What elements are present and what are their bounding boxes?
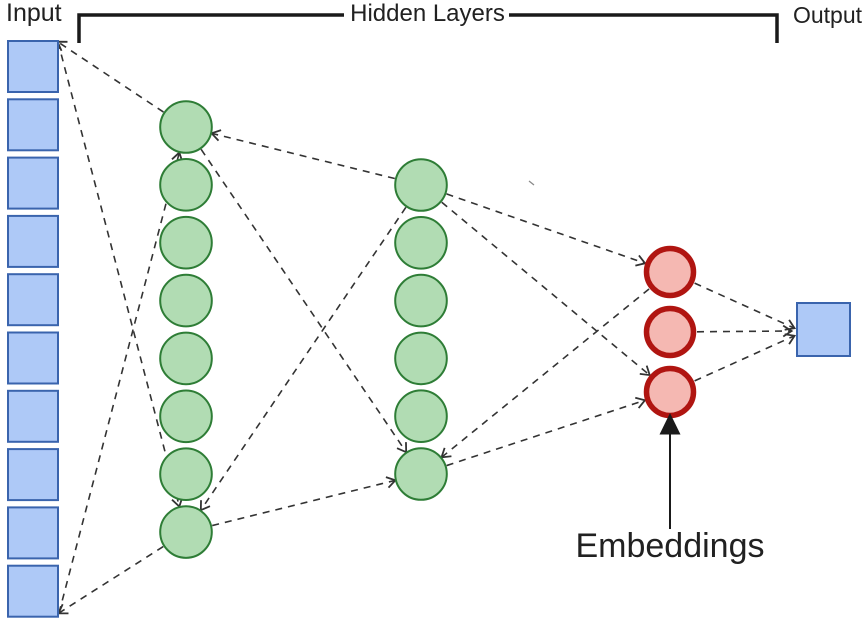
embeddings-arrow-head (659, 413, 681, 435)
embedding-node (643, 305, 697, 359)
input-node (7, 273, 59, 327)
hidden1-node (159, 389, 213, 444)
input-node (7, 331, 59, 385)
hidden1-node (159, 447, 213, 501)
hidden1-node (159, 505, 213, 559)
input-node (7, 98, 59, 152)
input-node (7, 214, 59, 268)
conn-hidden2-top-to-hidden1-bottom (199, 206, 407, 512)
hidden2-node (394, 158, 448, 212)
input-node (7, 564, 59, 618)
hidden1-node (159, 215, 213, 270)
conn-hidden1-top-to-hidden2-bottom (200, 148, 408, 454)
stray-mark (528, 180, 535, 186)
hidden2-node (394, 331, 448, 386)
hidden1-node (159, 273, 213, 328)
embedding-node (643, 365, 697, 419)
hidden2-node (394, 216, 448, 270)
hidden2-node (394, 273, 448, 328)
conn-hidden1-bottom-to-hidden2-bottom (212, 476, 397, 527)
hidden-layers-bracket-left (77, 13, 344, 43)
conn-embedding-bottom-to-output (694, 333, 797, 382)
hidden1-node (159, 158, 213, 212)
input-node (7, 389, 59, 443)
output-label: Output (792, 2, 862, 28)
embeddings-label: Embeddings (575, 527, 765, 565)
conn-embedding-top-to-output (694, 282, 797, 331)
hidden2-node (394, 447, 448, 501)
embedding-node (643, 245, 697, 299)
conn-hidden1-top-to-input-top (56, 40, 164, 113)
conn-input-bottom-to-hidden1-top (58, 150, 184, 614)
conn-hidden2-top-to-embedding-top (446, 193, 647, 267)
hidden-layers-label: Hidden Layers (350, 0, 505, 27)
conn-input-top-to-hidden1-bottom (57, 41, 184, 509)
input-node (7, 506, 59, 560)
hidden2-node (394, 389, 448, 444)
output-node (796, 302, 851, 357)
hidden-layers-bracket-right (509, 13, 779, 43)
hidden1-node (159, 331, 213, 386)
conn-hidden2-top-to-hidden1-top (210, 129, 395, 180)
conn-embedding-top-to-hidden2-bottom (440, 288, 650, 459)
input-label: Input (6, 0, 62, 27)
input-node (7, 40, 59, 93)
input-node (7, 448, 59, 502)
hidden1-node (159, 100, 213, 154)
conn-embedding-mid-to-output (696, 324, 794, 338)
conn-hidden2-bottom-to-embedding-bottom (446, 396, 647, 467)
conn-hidden1-bottom-to-input-bottom (57, 545, 164, 615)
conn-hidden2-top-to-embedding-bottom (441, 201, 651, 377)
input-node (7, 156, 59, 210)
